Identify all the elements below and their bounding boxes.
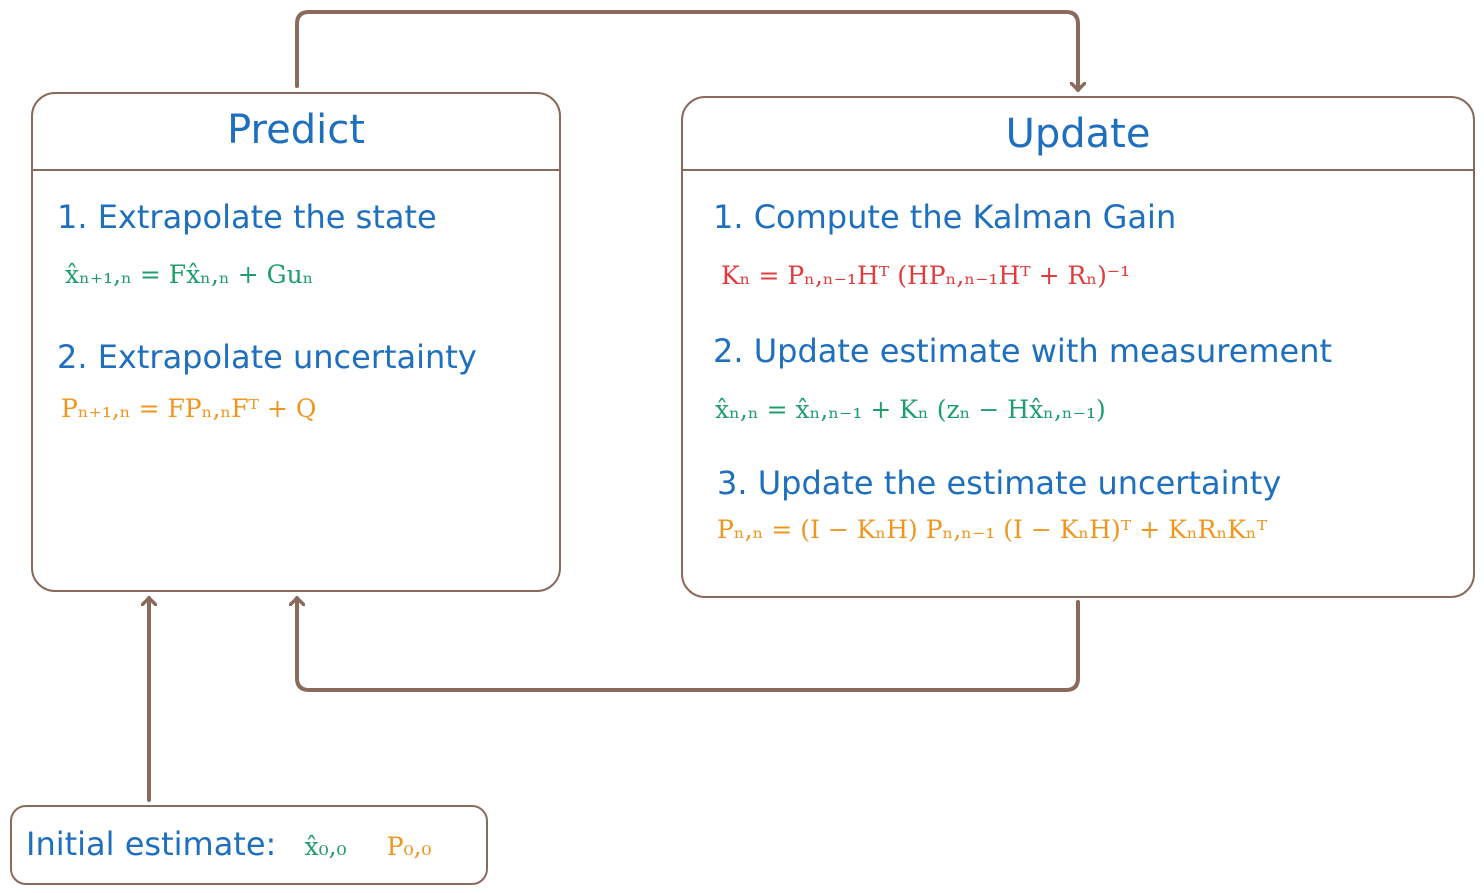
update-box: Update 1. Compute the Kalman Gain Kₙ = P… (681, 96, 1475, 598)
update-step-estimate-label: 2. Update estimate with measurement (713, 332, 1333, 370)
initial-covariance-symbol: P₀,₀ (386, 832, 432, 861)
predict-divider (33, 169, 559, 171)
predict-to-update-arrow (295, 10, 1078, 92)
initial-estimate-label: Initial estimate: (26, 825, 277, 863)
update-gain-equation: Kₙ = Pₙ,ₙ₋₁Hᵀ (HPₙ,ₙ₋₁Hᵀ + Rₙ)⁻¹ (721, 261, 1131, 290)
update-to-predict-arrow (297, 596, 1080, 692)
update-step-gain-label: 1. Compute the Kalman Gain (713, 198, 1177, 236)
predict-state-equation: x̂ₙ₊₁,ₙ = Fx̂ₙ,ₙ + Guₙ (65, 260, 314, 289)
initial-estimate-row: Initial estimate: x̂₀,₀ P₀,₀ (26, 825, 432, 866)
predict-title: Predict (227, 107, 365, 153)
update-step-uncertainty-label: 3. Update the estimate uncertainty (717, 464, 1282, 502)
predict-step-state-label: 1. Extrapolate the state (57, 198, 437, 236)
update-title: Update (1005, 111, 1151, 157)
predict-step-uncertainty-label: 2. Extrapolate uncertainty (57, 338, 477, 376)
initial-estimate-box: Initial estimate: x̂₀,₀ P₀,₀ (10, 805, 488, 885)
update-estimate-equation: x̂ₙ,ₙ = x̂ₙ,ₙ₋₁ + Kₙ (zₙ − Hx̂ₙ,ₙ₋₁) (715, 395, 1106, 424)
update-divider (683, 169, 1473, 171)
predict-box: Predict 1. Extrapolate the state x̂ₙ₊₁,ₙ… (31, 92, 561, 592)
predict-uncertainty-equation: Pₙ₊₁,ₙ = FPₙ,ₙFᵀ + Q (61, 394, 317, 423)
initial-state-symbol: x̂₀,₀ (304, 832, 347, 861)
update-uncertainty-equation: Pₙ,ₙ = (I − KₙH) Pₙ,ₙ₋₁ (I − KₙH)ᵀ + KₙR… (717, 515, 1268, 544)
